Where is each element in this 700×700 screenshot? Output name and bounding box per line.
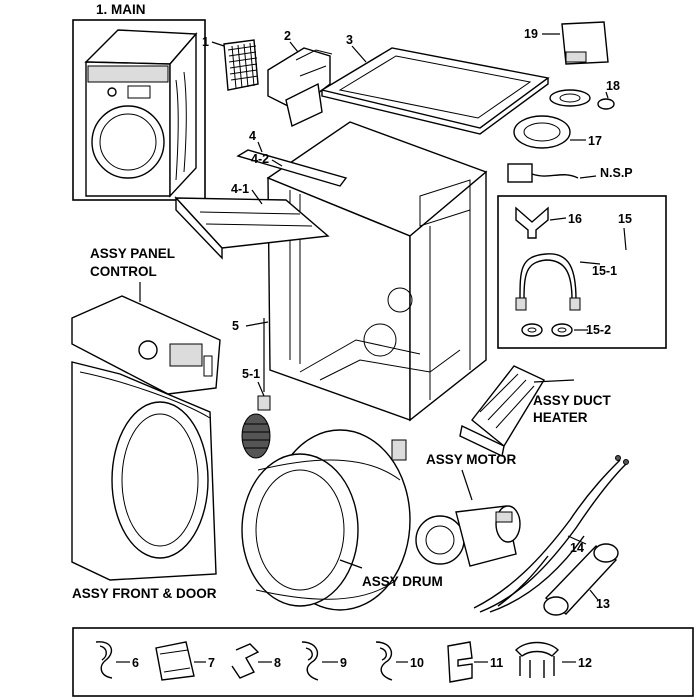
rail-part [174,149,348,260]
part-number-4-2: 4-2 [251,152,269,166]
part-number-7: 7 [208,656,215,670]
clip-9-part [301,641,319,681]
part-number-8: 8 [274,656,281,670]
part-number-10: 10 [410,656,424,670]
part-number-4-1: 4-1 [231,182,249,196]
part-number-18: 18 [606,79,620,93]
part-number-3: 3 [346,33,353,47]
assy-motor-label: ASSY MOTOR [426,452,517,467]
duct-bracket-part [267,47,333,128]
grommet-18-part [549,89,615,110]
part-number-15-2: 15-2 [586,323,611,337]
assy-panel-label-line1: ASSY PANEL [90,246,175,261]
part-number-15: 15 [618,212,632,226]
clip-6-part [95,641,113,679]
clip-7-part [155,641,195,681]
part-number-13: 13 [596,597,610,611]
motor-part [415,505,521,567]
lint-filter-part [223,39,259,91]
part-number-4: 4 [249,129,256,143]
top-cover-part [320,47,550,135]
part-number-15-1: 15-1 [592,264,617,278]
part-number-14: 14 [570,541,584,555]
bracket-19-part [561,21,609,65]
hose-washer-part [521,323,573,337]
y-connector-part [515,206,549,239]
clip-10-part [375,641,393,681]
part-number-11: 11 [490,656,503,670]
clip-12-part [515,641,559,678]
clip-11-part [447,641,473,683]
assy-panel-label-line2: CONTROL [90,264,157,279]
duct-heater-part [459,365,546,458]
part-number-5: 5 [232,319,239,333]
assy-duct-label-line2: HEATER [533,410,588,425]
assy-duct-label-line1: ASSY DUCT [533,393,612,408]
part-number-19: 19 [524,27,538,41]
part-number-16: 16 [568,212,582,226]
power-cord-part [507,163,579,183]
clip-8-part [231,643,260,679]
part-number-12: 12 [578,656,592,670]
wire-harness-part [473,455,629,613]
part-number-2: 2 [284,29,291,43]
main-dryer-inset [72,19,206,201]
panel-control-part [71,295,221,395]
exhaust-duct-part [543,543,619,616]
part-number-5-1: 5-1 [242,367,260,381]
nsp-label: N.S.P [600,166,633,180]
gasket-17-part [513,115,571,149]
inlet-hose-part [515,253,581,311]
main-title: 1. MAIN [96,2,146,17]
leveling-foot-part [241,395,271,459]
assy-front-door-label: ASSY FRONT & DOOR [72,586,217,601]
part-number-9: 9 [340,656,347,670]
part-number-1: 1 [202,35,209,49]
assy-drum-label: ASSY DRUM [362,574,443,589]
drum-part [241,429,411,611]
front-door-part [71,361,217,581]
part-number-17: 17 [588,134,602,148]
part-number-6: 6 [132,656,139,670]
